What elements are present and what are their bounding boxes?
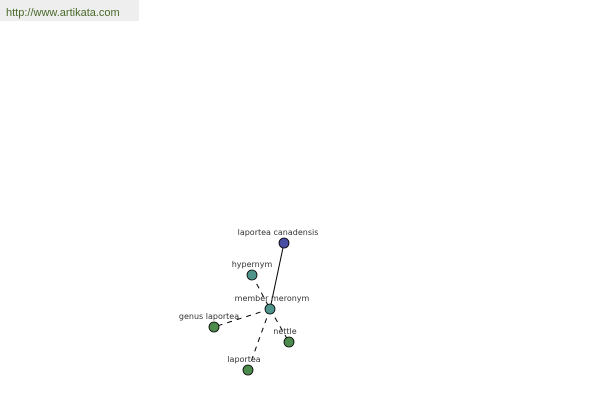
- node-circle-laportea[interactable]: [242, 364, 254, 376]
- node-hypernym[interactable]: hypernym: [232, 260, 273, 281]
- node-circle-genus-laportea[interactable]: [208, 321, 220, 333]
- node-member-meronym[interactable]: member meronym: [235, 294, 310, 315]
- edges-layer: [213, 242, 290, 371]
- node-genus-laportea[interactable]: genus laportea: [179, 312, 239, 333]
- node-root[interactable]: laportea canadensis: [238, 228, 319, 249]
- source-url-bar: http://www.artikata.com: [0, 0, 139, 21]
- edge-member-meronym-to-laportea: [247, 308, 271, 371]
- edge-root-to-member-meronym: [269, 242, 285, 310]
- node-label-laportea: laportea: [227, 355, 260, 364]
- node-label-root: laportea canadensis: [238, 228, 319, 237]
- node-laportea[interactable]: laportea: [227, 355, 261, 376]
- node-label-nettle: nettle: [273, 327, 296, 336]
- edge-hypernym-to-member-meronym: [251, 274, 271, 310]
- edge-member-meronym-to-nettle: [269, 308, 290, 343]
- node-circle-hypernym[interactable]: [246, 269, 258, 281]
- node-circle-nettle[interactable]: [283, 336, 295, 348]
- node-label-hypernym: hypernym: [232, 260, 273, 269]
- node-label-genus-laportea: genus laportea: [179, 312, 239, 321]
- node-circle-root[interactable]: [278, 237, 290, 249]
- nodes-layer: laportea canadensis hypernym member merony…: [179, 228, 319, 376]
- node-label-member-meronym: member meronym: [235, 294, 310, 303]
- source-url-link[interactable]: http://www.artikata.com: [6, 7, 120, 19]
- node-circle-member-meronym[interactable]: [264, 303, 276, 315]
- node-nettle[interactable]: nettle: [273, 327, 297, 348]
